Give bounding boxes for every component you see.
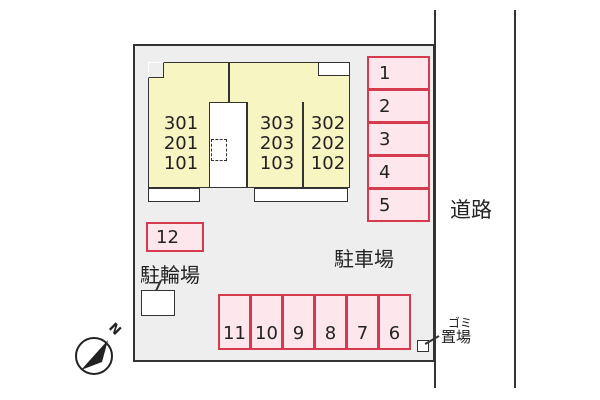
room-number: 302 bbox=[310, 113, 346, 134]
parking-space: 7 bbox=[346, 294, 379, 350]
garbage-label-line1: ゴミ bbox=[448, 316, 473, 330]
bicycle-parking-area bbox=[141, 290, 175, 316]
parking-space: 11 bbox=[218, 294, 251, 350]
parking-space: 3 bbox=[367, 122, 430, 156]
parking-space: 9 bbox=[282, 294, 315, 350]
building bbox=[148, 62, 350, 188]
parking-space-12: 12 bbox=[146, 222, 204, 252]
road-label: 道路 bbox=[450, 198, 492, 222]
parking-space: 1 bbox=[367, 56, 430, 90]
staircase-dashed-icon bbox=[211, 139, 227, 161]
building-corner-notch-left bbox=[148, 62, 164, 78]
parking-space: 8 bbox=[314, 294, 347, 350]
parking-space: 5 bbox=[367, 188, 430, 222]
room-number: 102 bbox=[310, 153, 346, 174]
room-column-left: 301 201 101 bbox=[158, 114, 204, 174]
room-number: 203 bbox=[259, 133, 295, 154]
building-corner-notch-right bbox=[318, 62, 350, 76]
north-arrow-icon bbox=[75, 337, 113, 375]
road-edge-line bbox=[434, 10, 436, 388]
parking-space: 2 bbox=[367, 89, 430, 123]
parking-space: 6 bbox=[378, 294, 411, 350]
garbage-label-line2: 置場 bbox=[441, 328, 472, 346]
staircase bbox=[209, 102, 247, 188]
bicycle-parking-label: 駐輪場 bbox=[140, 263, 200, 287]
parking-space: 10 bbox=[250, 294, 283, 350]
room-number: 202 bbox=[310, 133, 346, 154]
room-number: 301 bbox=[163, 113, 199, 134]
room-column-middle: 303 203 103 bbox=[252, 114, 302, 174]
parking-space: 4 bbox=[367, 155, 430, 189]
room-number: 201 bbox=[163, 133, 199, 154]
room-number: 101 bbox=[163, 153, 199, 174]
balcony-right bbox=[254, 188, 348, 202]
balcony-left bbox=[148, 188, 200, 202]
unit-divider-middle-right bbox=[302, 102, 304, 188]
parking-lot-label: 駐車場 bbox=[334, 247, 394, 271]
room-column-right: 302 202 102 bbox=[305, 114, 351, 174]
road-far-line bbox=[514, 10, 516, 388]
room-number: 103 bbox=[259, 153, 295, 174]
building-divider bbox=[228, 62, 230, 102]
room-number: 303 bbox=[259, 113, 295, 134]
